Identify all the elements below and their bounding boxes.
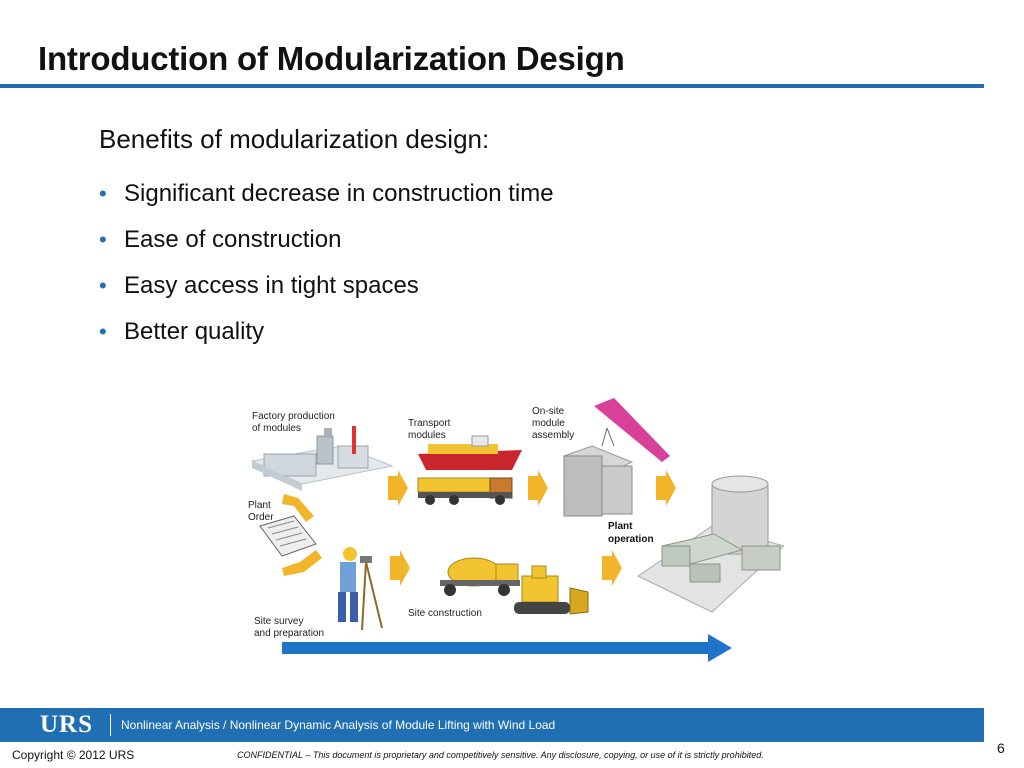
step-arrow-icon	[282, 494, 314, 522]
site-construction-illustration	[440, 557, 589, 615]
bullet-text: Easy access in tight spaces	[124, 272, 419, 299]
surveyor-illustration	[338, 547, 383, 631]
benefits-list: • Significant decrease in construction ti…	[99, 171, 554, 355]
title-underline	[0, 84, 984, 88]
bullet-item: • Easy access in tight spaces	[99, 263, 554, 309]
onsite-label-3: assembly	[532, 430, 574, 441]
bullet-item: • Significant decrease in construction ti…	[99, 171, 554, 217]
footer-bar	[0, 708, 984, 742]
step-arrows	[282, 470, 676, 586]
bullet-text: Significant decrease in construction tim…	[124, 180, 554, 207]
plant-order-label-1: Plant	[248, 500, 271, 511]
step-arrow-icon	[282, 550, 322, 576]
onsite-label-2: module	[532, 418, 565, 429]
transport-illustration	[417, 435, 522, 505]
step-arrow-icon	[528, 470, 548, 506]
transport-label-1: Transport	[408, 418, 451, 429]
plant-operation-label-1: Plant	[608, 521, 633, 532]
step-arrow-icon	[388, 470, 408, 506]
site-survey-label-1: Site survey	[254, 616, 303, 627]
bullet-icon: •	[99, 319, 107, 344]
bullet-text: Better quality	[124, 318, 265, 345]
urs-logo: URS	[40, 711, 94, 738]
footer-description: Nonlinear Analysis / Nonlinear Dynamic A…	[121, 718, 556, 732]
slide-title: Introduction of Modularization Design	[38, 40, 625, 77]
page-number: 6	[997, 740, 1005, 756]
benefits-heading: Benefits of modularization design:	[99, 124, 490, 154]
modularization-process-diagram: Factory production of modules Transport …	[242, 366, 784, 666]
transport-label-2: modules	[408, 430, 446, 441]
bullet-item: • Ease of construction	[99, 217, 554, 263]
bullet-icon: •	[99, 273, 107, 298]
footer-divider	[110, 714, 111, 736]
onsite-assembly-illustration	[562, 398, 670, 517]
timeline-arrow	[282, 634, 732, 662]
plant-order-document-icon	[259, 515, 317, 557]
factory-label-1: Factory production	[252, 411, 335, 422]
step-arrow-icon	[602, 550, 622, 586]
site-survey-label-2: and preparation	[254, 628, 324, 639]
factory-illustration	[250, 426, 394, 491]
step-arrow-icon	[656, 470, 676, 506]
bullet-item: • Better quality	[99, 309, 554, 355]
step-arrow-icon	[390, 550, 410, 586]
bullet-icon: •	[99, 227, 107, 252]
factory-label-2: of modules	[252, 423, 301, 434]
plant-order-label-2: Order	[248, 512, 274, 523]
onsite-label-1: On-site	[532, 406, 565, 417]
nuclear-plant-illustration	[637, 475, 784, 613]
copyright-text: Copyright © 2012 URS	[12, 748, 135, 762]
bullet-text: Ease of construction	[124, 226, 342, 253]
bullet-icon: •	[99, 181, 107, 206]
site-construction-label: Site construction	[408, 608, 482, 619]
plant-operation-label-2: operation	[608, 534, 654, 545]
confidential-notice: CONFIDENTIAL – This document is propriet…	[237, 750, 764, 760]
